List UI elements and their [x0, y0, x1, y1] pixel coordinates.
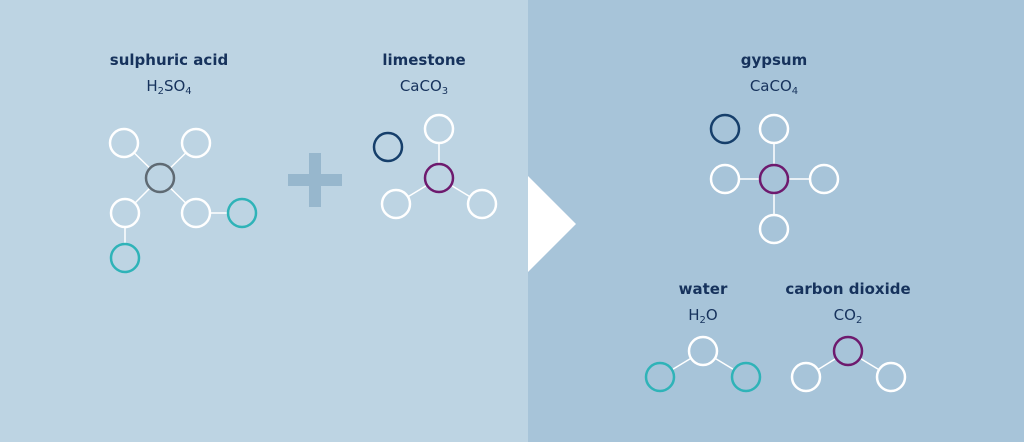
- bond: [450, 184, 471, 198]
- atom-white: [466, 188, 498, 220]
- atom-teal: [226, 197, 258, 229]
- label-gypsum: gypsum CaCO4: [741, 51, 808, 97]
- atom-white: [790, 361, 822, 393]
- formula-text: CO: [833, 306, 856, 324]
- formula-subscript: 2: [699, 315, 706, 326]
- atom-white: [709, 163, 741, 195]
- atom-white: [423, 113, 455, 145]
- molecule-formula: H2O: [679, 306, 728, 326]
- formula-text: SO: [163, 77, 186, 95]
- molecule-sulphuric-acid: [108, 127, 258, 274]
- molecule-formula: CaCO4: [741, 77, 808, 97]
- formula-text: CaCO: [399, 77, 442, 95]
- reactants-panel: [0, 0, 528, 442]
- atom-purple: [758, 163, 790, 195]
- atom-purple: [423, 162, 455, 194]
- atom-grey: [144, 162, 176, 194]
- formula-text: CaCO: [749, 77, 792, 95]
- formula-subscript: 2: [157, 86, 164, 97]
- atom-navy: [372, 131, 404, 163]
- molecule-formula: CaCO3: [382, 77, 465, 97]
- molecule-carbon-dioxide: [790, 335, 907, 393]
- atom-teal: [644, 361, 676, 393]
- formula-text: H: [146, 77, 158, 95]
- molecule-name: water: [678, 280, 728, 298]
- atom-white: [380, 188, 412, 220]
- molecule-name: carbon dioxide: [785, 280, 911, 298]
- bond: [859, 357, 880, 371]
- atom-white: [808, 163, 840, 195]
- products-panel: [528, 0, 1024, 442]
- atom-white: [180, 197, 212, 229]
- label-sulphuric-acid: sulphuric acid H2SO4: [110, 51, 228, 97]
- bond: [169, 187, 187, 204]
- formula-text: O: [705, 306, 718, 324]
- molecule-limestone: [372, 113, 498, 220]
- bond: [134, 187, 151, 204]
- label-water: water H2O: [679, 280, 728, 326]
- bond: [133, 152, 151, 169]
- bond: [671, 357, 692, 371]
- molecule-name: sulphuric acid: [109, 51, 229, 69]
- atom-white: [875, 361, 907, 393]
- atom-white: [180, 127, 212, 159]
- label-limestone: limestone CaCO3: [382, 51, 465, 97]
- bond: [169, 152, 187, 169]
- formula-subscript: 3: [441, 86, 449, 97]
- bond: [714, 357, 735, 371]
- molecule-formula: CO2: [785, 306, 910, 326]
- atom-white: [108, 127, 140, 159]
- formula-subscript: 4: [791, 86, 799, 97]
- atom-white: [109, 197, 141, 229]
- formula-subscript: 4: [185, 86, 192, 97]
- atom-teal: [109, 242, 141, 274]
- plus-icon: [288, 153, 342, 207]
- molecule-name: limestone: [382, 51, 466, 69]
- formula-text: H: [688, 306, 700, 324]
- atom-purple: [832, 335, 864, 367]
- formula-subscript: 2: [855, 315, 863, 326]
- bond: [407, 184, 428, 198]
- atom-navy: [709, 113, 741, 145]
- atom-white: [687, 335, 719, 367]
- atom-white: [758, 113, 790, 145]
- molecule-gypsum: [709, 113, 840, 245]
- molecule-name: gypsum: [740, 51, 808, 69]
- molecule-formula: H2SO4: [110, 77, 228, 97]
- bond: [817, 357, 837, 371]
- molecule-water: [644, 335, 762, 393]
- atom-teal: [730, 361, 762, 393]
- label-carbon-dioxide: carbon dioxide CO2: [785, 280, 910, 326]
- atom-white: [758, 213, 790, 245]
